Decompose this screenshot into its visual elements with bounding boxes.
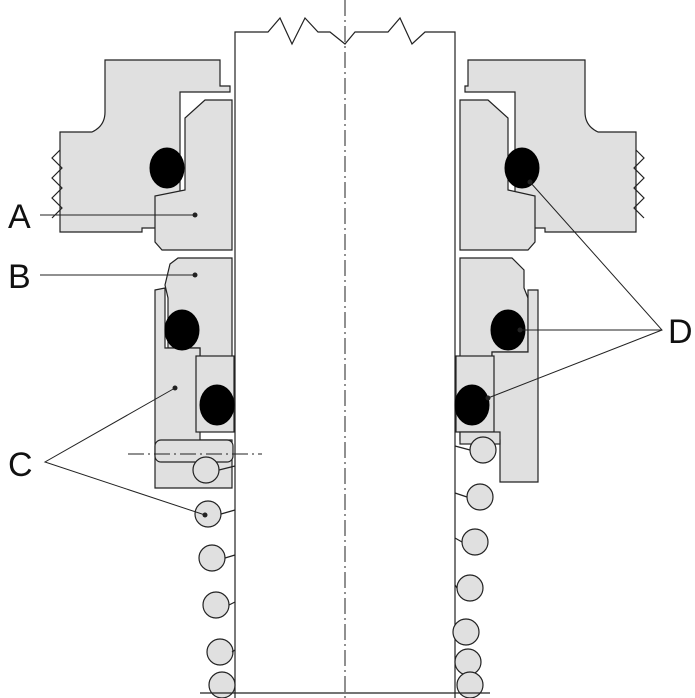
spring-coil xyxy=(192,456,220,484)
leader-d-dot-3 xyxy=(517,327,523,333)
spring-coil xyxy=(456,671,484,698)
oring-left-middle xyxy=(164,309,200,351)
leader-d xyxy=(487,181,663,399)
label-c: C xyxy=(8,446,33,484)
leader-c-dot-2 xyxy=(202,512,208,518)
spring-coil xyxy=(461,528,489,556)
seat-right xyxy=(459,99,536,251)
spring-wire-left xyxy=(218,465,236,653)
spring-coil xyxy=(466,483,494,511)
seat-left xyxy=(154,99,233,251)
oring-right-lower xyxy=(454,384,490,426)
oring-left-upper xyxy=(149,147,185,189)
spring-wire-right xyxy=(454,445,471,589)
label-b: B xyxy=(8,258,31,296)
gland-left xyxy=(59,59,231,233)
gland-right-flange-edge xyxy=(633,149,645,219)
spring-coil xyxy=(206,638,234,666)
spring-coil xyxy=(208,671,236,698)
oring-right-upper xyxy=(504,147,540,189)
spring-coils-right xyxy=(452,436,497,698)
label-d: D xyxy=(668,313,693,351)
leader-d-dot-1 xyxy=(527,179,533,185)
spring-coil xyxy=(194,500,222,528)
spring-plate-left xyxy=(154,439,234,463)
spring-coil xyxy=(202,591,230,619)
spring-coils-left xyxy=(192,456,236,698)
spring-coil xyxy=(198,544,226,572)
gland-right xyxy=(464,59,637,233)
gland-left-flange-edge xyxy=(51,149,63,219)
spring-coil xyxy=(456,574,484,602)
leader-a-dot xyxy=(192,212,198,218)
oring-left-lower xyxy=(199,384,235,426)
leader-c xyxy=(43,387,206,516)
label-a: A xyxy=(8,198,31,236)
leader-d-dot-2 xyxy=(485,395,491,401)
leader-b-dot xyxy=(192,272,198,278)
leader-c-dot-1 xyxy=(172,385,178,391)
spring-coil xyxy=(452,618,480,646)
spring-coil xyxy=(469,436,497,464)
spring-coil xyxy=(454,648,482,676)
